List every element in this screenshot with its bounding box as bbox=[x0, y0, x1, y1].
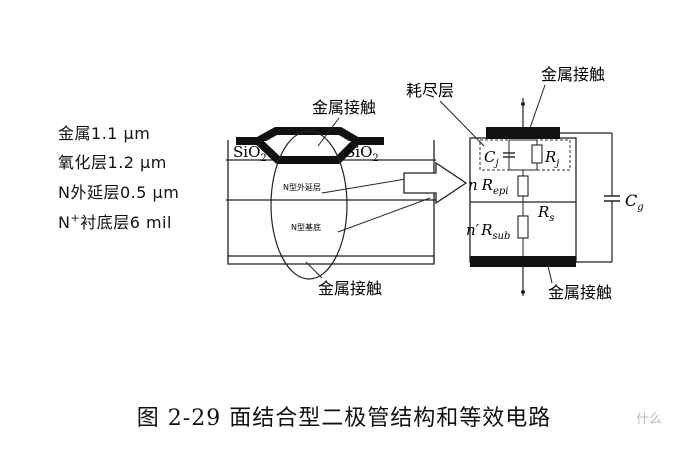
circuit-bottom-leader bbox=[547, 265, 553, 284]
top-terminal-dot bbox=[521, 102, 525, 106]
bottom-contact-leader bbox=[305, 261, 323, 279]
bottom-metal-layer bbox=[227, 255, 435, 265]
circuit-top-leader bbox=[529, 84, 546, 129]
cross-bottom-contact-label: 金属接触 bbox=[318, 279, 382, 298]
bottom-terminal-dot bbox=[521, 290, 525, 294]
substrate-region-label: N型基底 bbox=[291, 222, 321, 232]
metal-well bbox=[255, 138, 360, 164]
cg-label: Cg bbox=[625, 191, 644, 213]
circuit-top-contact-label: 金属接触 bbox=[541, 65, 605, 84]
layer-oxide-label: 氧化层1.2 μm bbox=[58, 153, 167, 172]
repi-resistor bbox=[517, 175, 529, 197]
depletion-layer-label: 耗尽层 bbox=[406, 81, 454, 100]
cross-section: SiO2 SiO2 N型外延层 N型基底 金属接触 金属接触 bbox=[226, 98, 436, 298]
ellipse-leader-upper bbox=[321, 177, 413, 194]
sio2-left-label: SiO2 bbox=[233, 143, 267, 164]
circuit-bottom-metal bbox=[470, 256, 576, 267]
layer-epi-label: N外延层0.5 μm bbox=[58, 183, 180, 202]
rj-label: Rj bbox=[544, 148, 559, 169]
circuit-top-metal bbox=[486, 127, 560, 139]
cross-top-contact-label: 金属接触 bbox=[312, 98, 376, 117]
watermark-text: 什么 bbox=[635, 412, 662, 427]
top-contact-leader bbox=[317, 117, 340, 147]
rsub-resistor bbox=[517, 215, 529, 239]
top-metal-contact bbox=[236, 127, 384, 145]
depletion-leader bbox=[439, 100, 485, 147]
cj-label: Cj bbox=[484, 148, 499, 169]
rj-resistor bbox=[531, 144, 543, 164]
sio2-right-label: SiO2 bbox=[345, 143, 379, 164]
figure-caption: 图 2-29 面结合型二极管结构和等效电路 bbox=[136, 406, 552, 431]
layer-substrate-label: N+衬底层6 mil bbox=[58, 211, 172, 232]
rsub-label: n′Rsub bbox=[466, 221, 510, 242]
layer-metal-label: 金属1.1 μm bbox=[58, 124, 151, 143]
circuit-bottom-contact-label: 金属接触 bbox=[548, 283, 612, 302]
rs-label: Rs bbox=[537, 203, 554, 224]
junction-ellipse bbox=[270, 130, 348, 280]
right-arrow-icon bbox=[403, 161, 468, 205]
ellipse-leader-lower bbox=[337, 197, 431, 233]
epi-region-label: N型外延层 bbox=[283, 182, 321, 192]
